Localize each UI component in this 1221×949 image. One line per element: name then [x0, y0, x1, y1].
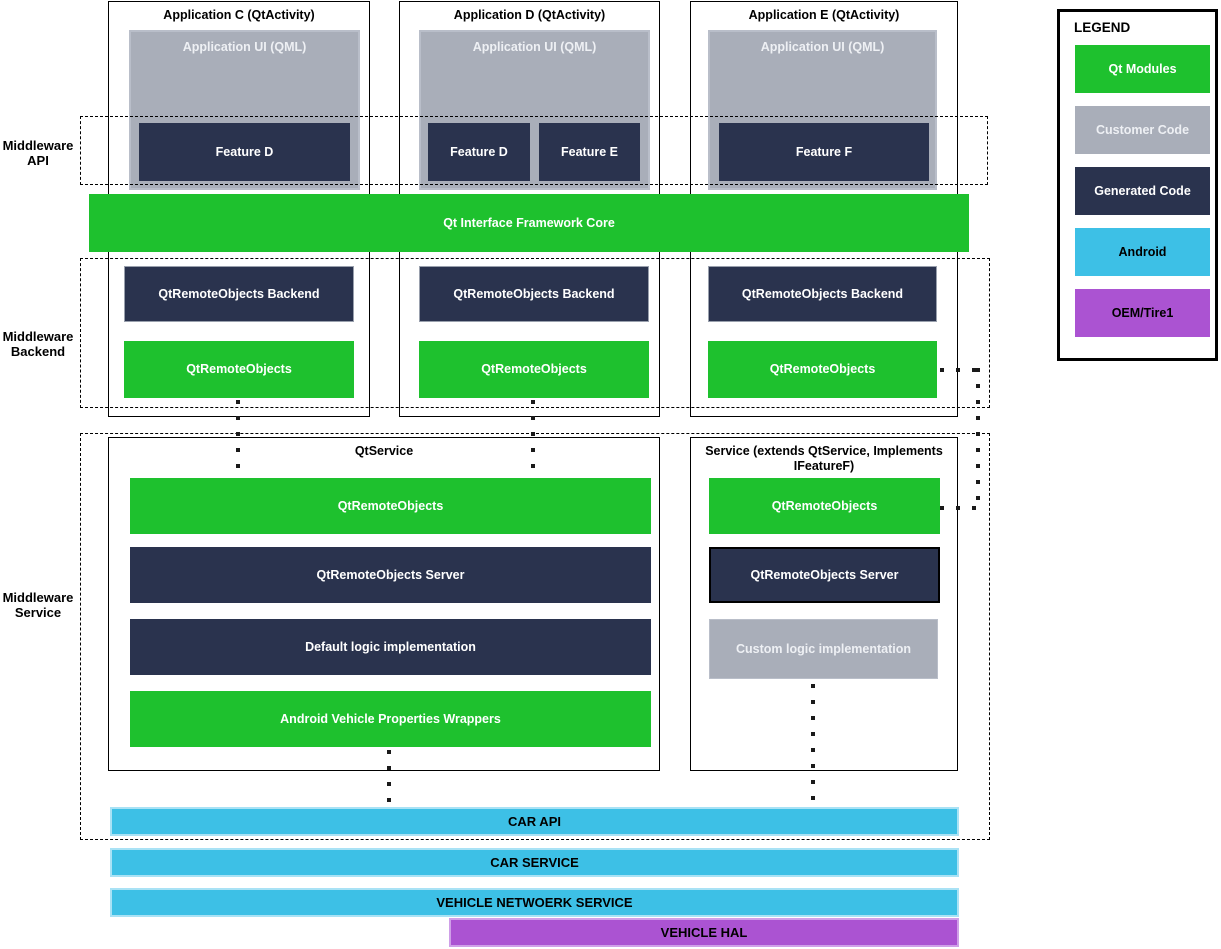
- qtservice-title: QtService: [354, 444, 414, 458]
- car-api-bar: CAR API: [110, 807, 959, 836]
- qtremoteobjects-backend-box: QtRemoteObjects Backend: [419, 266, 649, 322]
- legend-item-oem-tire1: OEM/Tire1: [1075, 289, 1210, 337]
- legend-title: LEGEND: [1074, 20, 1131, 35]
- legend-item-qt-modules: Qt Modules: [1075, 45, 1210, 93]
- qtservice-default-logic: Default logic implementation: [130, 619, 651, 675]
- service-custom-logic: Custom logic implementation: [709, 619, 938, 679]
- feature-box: Feature E: [539, 123, 640, 181]
- legend-item-customer-code: Customer Code: [1075, 106, 1210, 154]
- qtservice-box: QtService QtRemoteObjects QtRemoteObject…: [108, 437, 660, 771]
- service-qtremoteobjects-server: QtRemoteObjects Server: [709, 547, 940, 603]
- application-c-ui-label: Application UI (QML): [182, 40, 307, 54]
- application-e-ui-label: Application UI (QML): [760, 40, 885, 54]
- legend: LEGEND Qt Modules Customer Code Generate…: [1057, 9, 1218, 361]
- qtremoteobjects-backend-box: QtRemoteObjects Backend: [708, 266, 937, 322]
- qt-interface-framework-core-bar: Qt Interface Framework Core: [89, 194, 969, 252]
- connector-customlogic-to-carapi: [811, 684, 815, 806]
- connector-backend3-out: [940, 368, 978, 372]
- label-middleware-backend: Middleware Backend: [2, 329, 74, 359]
- application-c-title: Application C (QtActivity): [163, 8, 315, 22]
- qtremoteobjects-box: QtRemoteObjects: [124, 341, 354, 398]
- feature-box: Feature D: [139, 123, 350, 181]
- middleware-api-region: [80, 116, 988, 185]
- label-middleware-service: Middleware Service: [2, 590, 74, 620]
- service-title: Service (extends QtService, Implements I…: [705, 444, 943, 473]
- feature-box: Feature F: [719, 123, 929, 181]
- middleware-backend-region: [80, 258, 990, 408]
- application-d-ui-label: Application UI (QML): [472, 40, 597, 54]
- connector-backend3-down: [976, 368, 980, 508]
- label-middleware-api: Middleware API: [2, 138, 74, 168]
- connector-backend2-to-qtservice: [531, 400, 535, 478]
- qtremoteobjects-box: QtRemoteObjects: [419, 341, 649, 398]
- connector-backend1-to-qtservice: [236, 400, 240, 478]
- qtservice-qtremoteobjects: QtRemoteObjects: [130, 478, 651, 534]
- connector-into-service: [940, 506, 978, 510]
- application-d-title: Application D (QtActivity): [453, 8, 606, 22]
- service-qtremoteobjects: QtRemoteObjects: [709, 478, 940, 534]
- qtservice-qtremoteobjects-server: QtRemoteObjects Server: [130, 547, 651, 603]
- middleware-service-region: [80, 433, 990, 840]
- application-e-title: Application E (QtActivity): [748, 8, 900, 22]
- qtservice-android-vehicle-wrappers: Android Vehicle Properties Wrappers: [130, 691, 651, 747]
- qtremoteobjects-box: QtRemoteObjects: [708, 341, 937, 398]
- vehicle-hal-bar: VEHICLE HAL: [449, 918, 959, 947]
- qtremoteobjects-backend-box: QtRemoteObjects Backend: [124, 266, 354, 322]
- feature-box: Feature D: [428, 123, 530, 181]
- service-box: Service (extends QtService, Implements I…: [690, 437, 958, 771]
- connector-qtservice-to-carapi: [387, 750, 391, 807]
- vehicle-network-service-bar: VEHICLE NETWOERK SERVICE: [110, 888, 959, 917]
- legend-item-generated-code: Generated Code: [1075, 167, 1210, 215]
- car-service-bar: CAR SERVICE: [110, 848, 959, 877]
- legend-item-android: Android: [1075, 228, 1210, 276]
